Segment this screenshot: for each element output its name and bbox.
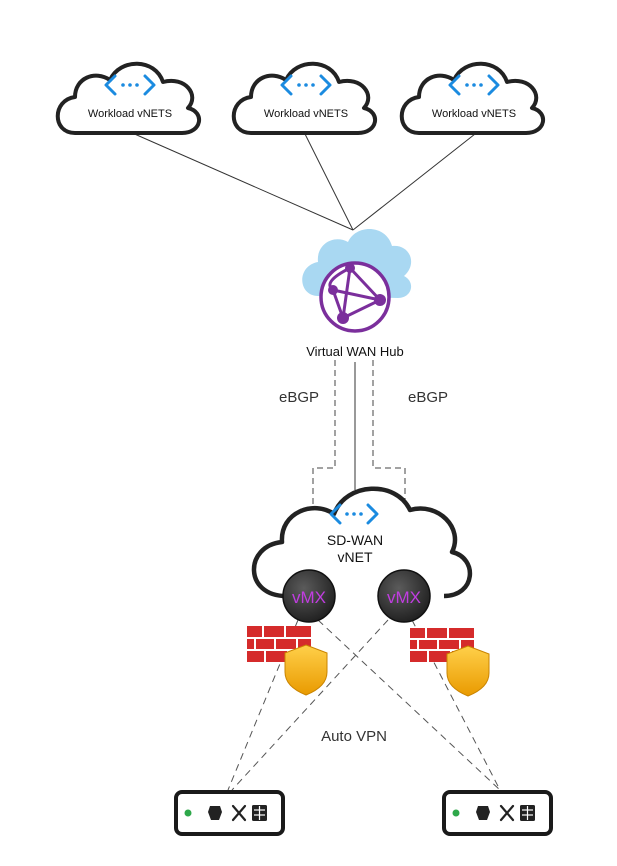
security-right <box>410 628 490 697</box>
vnet-icon <box>280 74 332 96</box>
workload-links <box>129 131 476 231</box>
sdwan-label-line2: vNET <box>338 549 373 565</box>
mx-appliance-icon <box>208 804 267 822</box>
vmx-node-left: vMX <box>282 569 336 623</box>
ebgp-left-label: eBGP <box>279 389 319 406</box>
vpn-link-right-left <box>231 619 389 791</box>
vmx-node-right: vMX <box>377 569 431 623</box>
security-left <box>247 626 328 696</box>
shield-icon <box>284 644 328 696</box>
cloud-outline <box>55 61 201 135</box>
vnet-icon <box>104 74 156 96</box>
mx-appliance-icon <box>476 804 535 822</box>
ebgp-right-label: eBGP <box>408 389 448 406</box>
workload-label: Workload vNETS <box>432 108 516 120</box>
link-workload-3 <box>352 133 476 231</box>
cloud-outline <box>399 61 545 135</box>
status-led <box>184 809 192 817</box>
status-led <box>452 809 460 817</box>
vnet-icon <box>448 74 500 96</box>
workload-label: Workload vNETS <box>264 108 348 120</box>
hub-label: Virtual WAN Hub <box>306 344 404 359</box>
virtual-wan-hub: Virtual WAN Hub <box>302 228 412 359</box>
mx-appliance-right <box>442 790 553 836</box>
vmx-label: vMX <box>292 588 326 607</box>
cloud-outline <box>231 61 377 135</box>
mx-appliance-left <box>174 790 285 836</box>
appliance-body <box>174 790 285 836</box>
link-workload-1 <box>129 131 354 231</box>
workload-label: Workload vNETS <box>88 108 172 120</box>
cloud-outline <box>251 486 472 599</box>
virtual-wan-hub-icon <box>319 261 391 333</box>
workload-cloud-3: Workload vNETS <box>399 61 545 135</box>
sdwan-label-line1: SD-WAN <box>327 532 383 548</box>
link-workload-2 <box>304 133 354 231</box>
vpn-link-left-right <box>317 619 501 791</box>
workload-cloud-1: Workload vNETS <box>55 61 201 135</box>
auto-vpn-label: Auto VPN <box>321 728 387 745</box>
vmx-label: vMX <box>387 588 421 607</box>
vpn-link-right-right <box>411 619 501 791</box>
shield-icon <box>446 645 490 697</box>
appliance-body <box>442 790 553 836</box>
sdwan-cloud: SD-WAN vNET <box>251 486 472 599</box>
workload-cloud-2: Workload vNETS <box>231 61 377 135</box>
vnet-icon <box>329 503 379 525</box>
